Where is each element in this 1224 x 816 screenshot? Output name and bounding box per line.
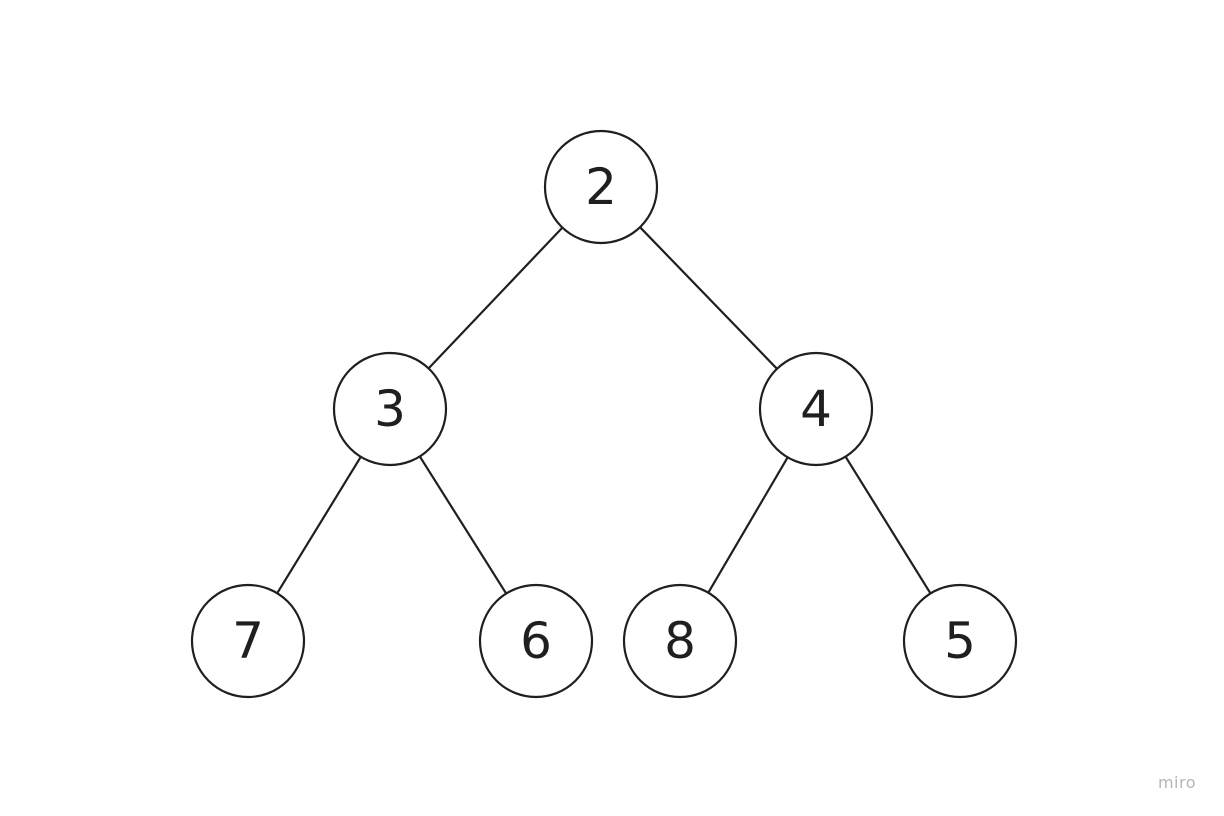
- node-label: 8: [664, 612, 696, 670]
- tree-node-7: 7: [190, 583, 306, 699]
- node-label: 6: [520, 612, 552, 670]
- tree-node-5: 5: [902, 583, 1018, 699]
- tree-node-3: 3: [332, 351, 448, 467]
- tree-node-8: 8: [622, 583, 738, 699]
- tree-node-2: 2: [543, 129, 659, 245]
- node-circle: [902, 583, 1018, 699]
- edge-n2-n3: [427, 226, 564, 370]
- edge-n2-n4: [638, 226, 779, 370]
- edge-n3-n6: [418, 455, 508, 595]
- node-circle: [478, 583, 594, 699]
- node-label: 4: [800, 380, 832, 438]
- nodes-layer: 2 3 4 7 6 8 5: [190, 129, 1018, 699]
- edges-layer: [276, 226, 932, 595]
- node-label: 5: [944, 612, 976, 670]
- node-label: 2: [585, 158, 617, 216]
- edge-n3-n7: [276, 455, 362, 595]
- edge-n4-n5: [844, 455, 932, 595]
- node-circle: [758, 351, 874, 467]
- node-label: 3: [374, 380, 406, 438]
- edge-n4-n8: [707, 456, 789, 594]
- node-label: 7: [232, 612, 264, 670]
- node-circle: [622, 583, 738, 699]
- tree-node-6: 6: [478, 583, 594, 699]
- tree-node-4: 4: [758, 351, 874, 467]
- node-circle: [190, 583, 306, 699]
- miro-watermark: miro: [1157, 773, 1196, 792]
- node-circle: [543, 129, 659, 245]
- node-circle: [332, 351, 448, 467]
